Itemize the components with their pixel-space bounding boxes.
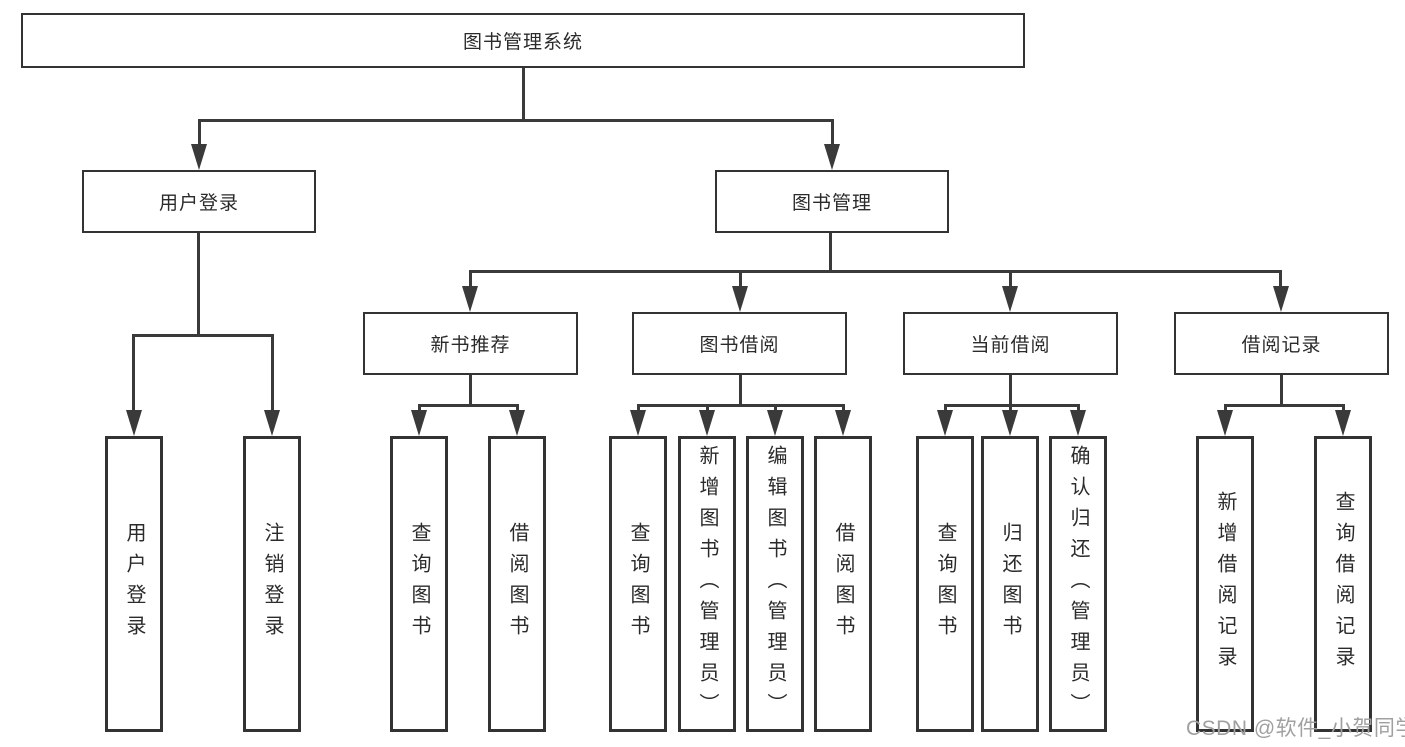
connector-line — [637, 404, 845, 407]
leaf-label: 查询图书 — [934, 522, 956, 646]
connector-arrow — [264, 410, 280, 436]
connector-arrow — [699, 410, 715, 436]
node-new-book-recommendation: 新书推荐 — [363, 312, 578, 375]
connector-line — [197, 233, 200, 336]
csdn-watermark: CSDN @软件_小贺同学 — [1186, 717, 1405, 740]
node-current-borrowing: 当前借阅 — [903, 312, 1118, 375]
connector-arrow — [1002, 410, 1018, 436]
leaf-label: 查询图书 — [408, 522, 430, 646]
leaf-query-books-borrowing: 查询图书 — [609, 436, 667, 732]
connector-arrow — [462, 286, 478, 312]
connector-line — [1009, 375, 1012, 406]
connector-line — [1009, 270, 1012, 288]
leaf-label: 确认归还（管理员） — [1067, 444, 1089, 724]
connector-line — [637, 404, 640, 412]
leaf-borrow-books-recommend: 借阅图书 — [488, 436, 546, 732]
connector-line — [132, 334, 135, 412]
connector-line — [1224, 404, 1345, 407]
leaf-label: 借阅图书 — [832, 522, 854, 646]
node-root-system: 图书管理系统 — [21, 13, 1025, 68]
connector-line — [1224, 404, 1227, 412]
leaf-label: 新增借阅记录 — [1214, 491, 1236, 677]
leaf-query-books-recommend: 查询图书 — [390, 436, 448, 732]
connector-arrow — [732, 286, 748, 312]
connector-arrow — [509, 410, 525, 436]
leaf-label: 查询借阅记录 — [1332, 491, 1354, 677]
connector-arrow — [824, 144, 840, 170]
leaf-return-book: 归还图书 — [981, 436, 1039, 732]
connector-line — [944, 404, 947, 412]
node-book-borrowing: 图书借阅 — [632, 312, 847, 375]
leaf-user-login: 用户登录 — [105, 436, 163, 732]
connector-arrow — [1217, 410, 1233, 436]
connector-line — [944, 404, 1080, 407]
connector-arrow — [1273, 286, 1289, 312]
leaf-label: 编辑图书（管理员） — [764, 444, 786, 724]
connector-line — [739, 375, 742, 406]
connector-arrow — [1070, 410, 1086, 436]
leaf-label: 用户登录 — [123, 522, 145, 646]
connector-line — [516, 404, 519, 412]
connector-arrow — [126, 410, 142, 436]
node-borrowing-records: 借阅记录 — [1174, 312, 1389, 375]
connector-arrow — [835, 410, 851, 436]
leaf-add-borrow-record: 新增借阅记录 — [1196, 436, 1254, 732]
connector-line — [469, 270, 472, 288]
leaf-label: 新增图书（管理员） — [696, 444, 718, 724]
connector-line — [1342, 404, 1345, 412]
connector-arrow — [1002, 286, 1018, 312]
connector-line — [271, 334, 274, 412]
node-user-login: 用户登录 — [82, 170, 316, 233]
connector-line — [1279, 270, 1282, 288]
connector-arrow — [767, 410, 783, 436]
connector-line — [198, 119, 834, 122]
connector-line — [774, 404, 777, 412]
connector-line — [469, 375, 472, 406]
leaf-label: 借阅图书 — [506, 522, 528, 646]
connector-line — [1077, 404, 1080, 412]
connector-line — [1009, 404, 1012, 412]
connector-line — [522, 68, 525, 121]
leaf-query-books-current: 查询图书 — [916, 436, 974, 732]
connector-arrow — [411, 410, 427, 436]
leaf-edit-book-admin: 编辑图书（管理员） — [746, 436, 804, 732]
connector-arrow — [630, 410, 646, 436]
leaf-confirm-return-admin: 确认归还（管理员） — [1049, 436, 1107, 732]
connector-line — [739, 270, 742, 288]
leaf-query-borrow-record: 查询借阅记录 — [1314, 436, 1372, 732]
connector-line — [1280, 375, 1283, 406]
leaf-label: 注销登录 — [261, 522, 283, 646]
connector-arrow — [191, 144, 207, 170]
connector-arrow — [937, 410, 953, 436]
connector-line — [842, 404, 845, 412]
leaf-add-book-admin: 新增图书（管理员） — [678, 436, 736, 732]
leaf-logout: 注销登录 — [243, 436, 301, 732]
connector-line — [198, 119, 201, 146]
leaf-label: 归还图书 — [999, 522, 1021, 646]
connector-line — [418, 404, 421, 412]
connector-line — [829, 233, 832, 272]
connector-line — [469, 270, 1282, 273]
leaf-borrow-books: 借阅图书 — [814, 436, 872, 732]
leaf-label: 查询图书 — [627, 522, 649, 646]
connector-line — [418, 404, 519, 407]
node-book-management: 图书管理 — [715, 170, 949, 233]
connector-line — [831, 119, 834, 146]
connector-line — [706, 404, 709, 412]
connector-arrow — [1335, 410, 1351, 436]
connector-line — [132, 334, 274, 337]
